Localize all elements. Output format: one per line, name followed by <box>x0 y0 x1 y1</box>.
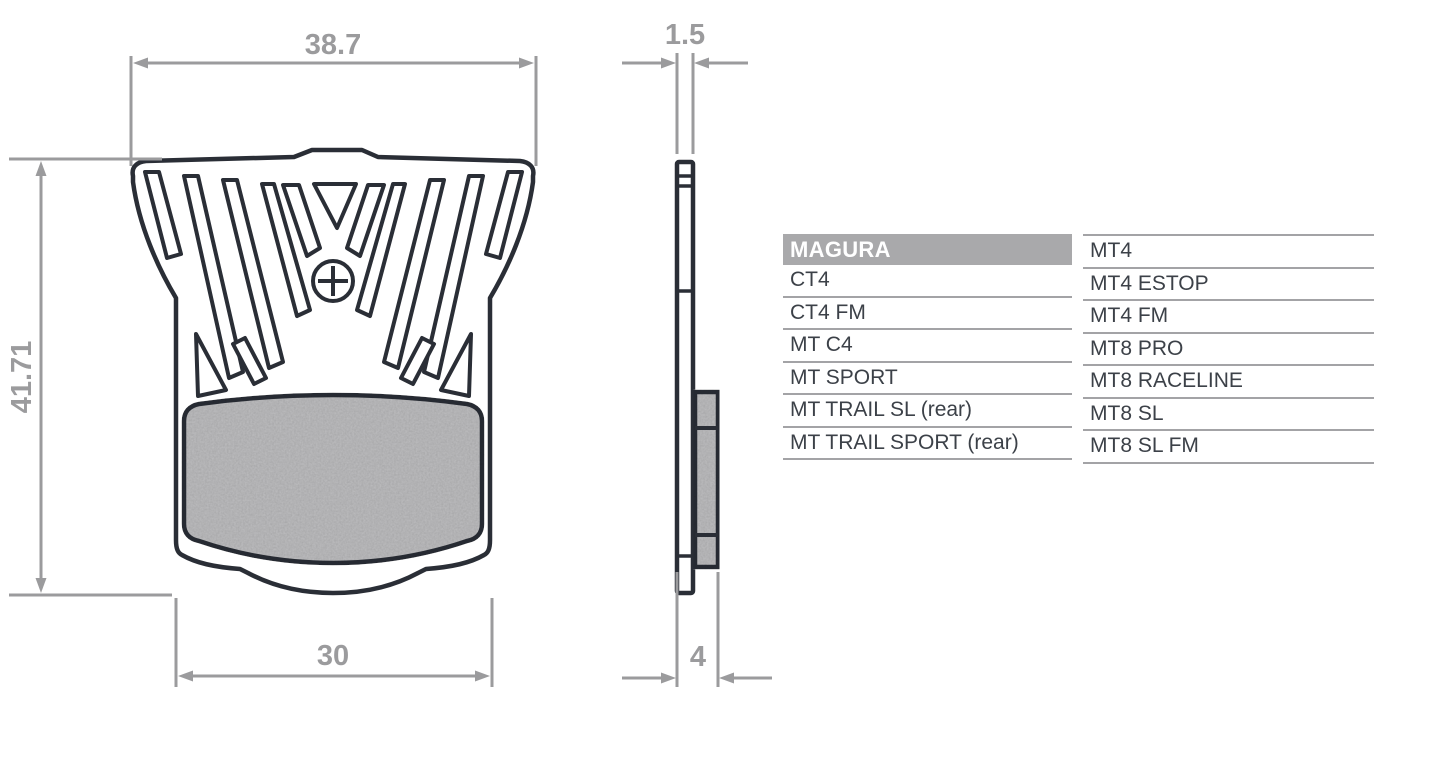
dimension-label-plate-thickness: 1.5 <box>665 19 705 51</box>
cooling-slots <box>143 170 524 398</box>
dimension-left-height: 41.71 <box>6 157 172 597</box>
brake-pad-technical-drawing: 38.7 41.71 30 1.5 <box>6 19 772 687</box>
table-column-left: MAGURA CT4 CT4 FM MT C4 MT SPORT MT TRAI… <box>783 234 1072 464</box>
model-row: MT4 ESTOP <box>1083 269 1374 301</box>
model-row: CT4 <box>783 265 1072 298</box>
model-row: CT4 FM <box>783 298 1072 330</box>
model-row: MT8 RACELINE <box>1083 366 1374 399</box>
model-row: MT4 FM <box>1083 301 1374 334</box>
dimension-plate-thickness: 1.5 <box>622 19 748 154</box>
dimension-label-total-thickness: 4 <box>690 641 706 673</box>
model-row: MT C4 <box>783 330 1072 363</box>
front-view <box>130 147 536 596</box>
dimensions: 38.7 41.71 30 1.5 <box>6 19 772 687</box>
table-column-right: MT4 MT4 ESTOP MT4 FM MT8 PRO MT8 RACELIN… <box>1083 234 1374 464</box>
dimension-total-thickness: 4 <box>622 572 772 687</box>
side-plate-detail-lines <box>675 174 695 558</box>
model-row: MT8 SL FM <box>1083 431 1374 464</box>
dimension-bottom-width: 30 <box>174 598 494 687</box>
dimension-label-left-height: 41.71 <box>6 341 38 414</box>
side-view <box>674 159 721 596</box>
model-row: MT8 SL <box>1083 399 1374 431</box>
side-friction-pad <box>692 389 721 570</box>
side-friction-divider-lines <box>695 426 718 537</box>
compatibility-table: MAGURA CT4 CT4 FM MT C4 MT SPORT MT TRAI… <box>783 234 1374 464</box>
dimension-top-width: 38.7 <box>129 29 538 166</box>
side-backing-plate <box>674 159 696 596</box>
model-row: MT4 <box>1083 236 1374 269</box>
friction-pad <box>181 392 485 566</box>
dimension-label-top-width: 38.7 <box>305 29 361 61</box>
model-row: MT TRAIL SL (rear) <box>783 395 1072 428</box>
model-row: MT TRAIL SPORT (rear) <box>783 428 1072 460</box>
model-row: MT8 PRO <box>1083 334 1374 366</box>
model-row: MT SPORT <box>783 363 1072 395</box>
brand-header: MAGURA <box>783 234 1072 265</box>
screw-hole-icon <box>311 259 355 303</box>
dimension-label-bottom-width: 30 <box>317 640 349 672</box>
